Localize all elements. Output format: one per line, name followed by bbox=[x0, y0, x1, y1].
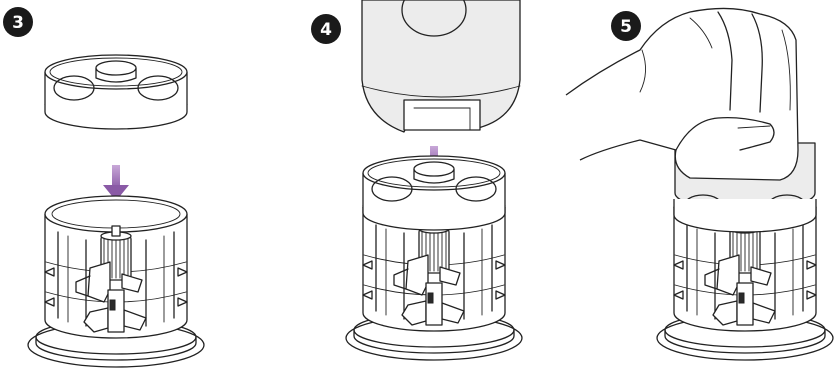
svg-text:5: 5 bbox=[620, 17, 632, 37]
step-4-panel: 4 bbox=[311, 0, 522, 360]
svg-text:4: 4 bbox=[320, 20, 332, 40]
step-3-badge: 3 bbox=[3, 7, 33, 37]
chopper-bowl-illustration bbox=[28, 196, 204, 367]
lid-illustration bbox=[45, 55, 187, 129]
step-4-badge: 4 bbox=[311, 14, 341, 44]
svg-text:3: 3 bbox=[12, 13, 24, 33]
step-5-badge: 5 bbox=[611, 11, 641, 41]
motor-unit-illustration bbox=[362, 0, 520, 132]
step-3-panel: 3 bbox=[3, 7, 204, 367]
hand-illustration bbox=[566, 8, 798, 180]
chopper-bowl-with-lid-illustration bbox=[346, 156, 522, 360]
step-5-panel: 5 bbox=[566, 8, 833, 360]
